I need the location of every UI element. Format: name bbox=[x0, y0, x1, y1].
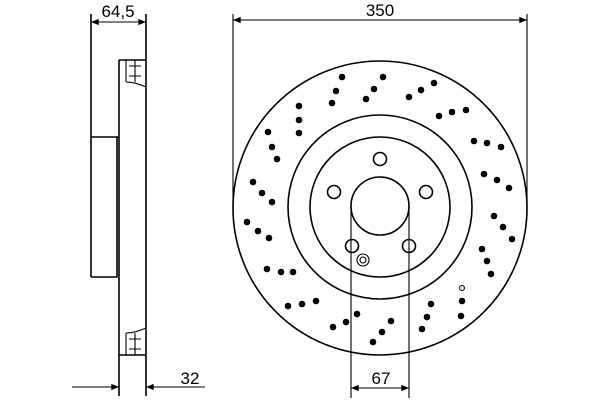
drilled-hole bbox=[277, 268, 285, 276]
drilled-hole bbox=[312, 297, 320, 305]
drilled-hole bbox=[478, 245, 486, 253]
drilled-hole bbox=[470, 137, 478, 145]
drilled-hole bbox=[284, 302, 292, 310]
drilled-hole bbox=[353, 310, 361, 318]
drilled-hole bbox=[405, 93, 413, 101]
side-view: 64,5 32 bbox=[72, 2, 205, 396]
drilled-hole bbox=[289, 268, 297, 276]
vent-detail-top bbox=[125, 60, 147, 88]
drilled-hole bbox=[378, 328, 386, 336]
drilled-hole bbox=[423, 313, 431, 321]
drilled-hole bbox=[243, 218, 251, 226]
drilled-hole bbox=[268, 143, 276, 151]
drilled-hole bbox=[457, 312, 465, 320]
drilled-hole-marker bbox=[458, 284, 466, 292]
drilled-hole bbox=[370, 85, 378, 93]
drilled-hole bbox=[263, 265, 271, 273]
center-bore bbox=[350, 176, 410, 236]
drilled-hole bbox=[417, 86, 425, 94]
drilled-hole bbox=[258, 189, 266, 197]
drilled-hole bbox=[487, 270, 495, 278]
drilled-hole bbox=[295, 129, 303, 137]
disc-outer-edge bbox=[232, 60, 528, 356]
drilled-hole bbox=[480, 170, 488, 178]
drilled-hole bbox=[427, 300, 435, 308]
drilled-holes bbox=[243, 73, 516, 346]
drilled-hole bbox=[273, 155, 281, 163]
bolt-hole bbox=[372, 151, 388, 167]
drilled-hole bbox=[508, 235, 516, 243]
thickness-dimension-label: 32 bbox=[181, 369, 200, 388]
drilled-hole bbox=[497, 143, 505, 151]
drilled-hole bbox=[338, 73, 346, 81]
drilled-hole bbox=[483, 257, 491, 265]
drilled-hole bbox=[499, 223, 507, 231]
drilled-hole bbox=[493, 176, 501, 184]
height-dimension-label: 64,5 bbox=[101, 2, 134, 21]
drilled-hole bbox=[435, 112, 443, 120]
bolt-hole bbox=[418, 184, 434, 200]
drilled-hole bbox=[264, 128, 272, 136]
friction-ring-inner-edge bbox=[287, 114, 473, 300]
drilled-hole bbox=[505, 184, 513, 192]
drilled-hole bbox=[490, 212, 498, 220]
drilled-hole bbox=[329, 323, 337, 331]
drilled-hole bbox=[268, 198, 276, 206]
front-view: 350 67 bbox=[232, 1, 528, 398]
bolt-hole bbox=[326, 184, 342, 200]
drilled-hole bbox=[379, 73, 387, 81]
bore-dimension-label: 67 bbox=[372, 369, 391, 388]
locating-screw bbox=[356, 253, 370, 267]
drilled-hole bbox=[387, 317, 395, 325]
diameter-dimension-label: 350 bbox=[366, 1, 394, 20]
drilled-hole bbox=[332, 87, 340, 95]
bolt-holes bbox=[326, 151, 434, 254]
drilled-hole bbox=[254, 227, 262, 235]
drilled-hole bbox=[458, 297, 466, 305]
drilled-hole bbox=[430, 79, 438, 87]
drilled-hole bbox=[462, 106, 470, 114]
vent-detail-bottom bbox=[125, 327, 147, 355]
drilled-hole bbox=[298, 300, 306, 308]
drilled-hole bbox=[295, 102, 303, 110]
drilled-hole bbox=[328, 99, 336, 107]
drilled-hole bbox=[418, 325, 426, 333]
drilled-hole bbox=[362, 95, 370, 103]
hat-edge bbox=[309, 136, 451, 278]
drilled-hole bbox=[249, 178, 257, 186]
drilled-hole bbox=[295, 116, 303, 124]
drilled-hole bbox=[448, 108, 456, 116]
drilled-hole bbox=[265, 234, 273, 242]
drilled-hole bbox=[369, 338, 377, 346]
drilled-hole bbox=[342, 318, 350, 326]
bolt-hole bbox=[344, 238, 360, 254]
drilled-hole bbox=[483, 139, 491, 147]
